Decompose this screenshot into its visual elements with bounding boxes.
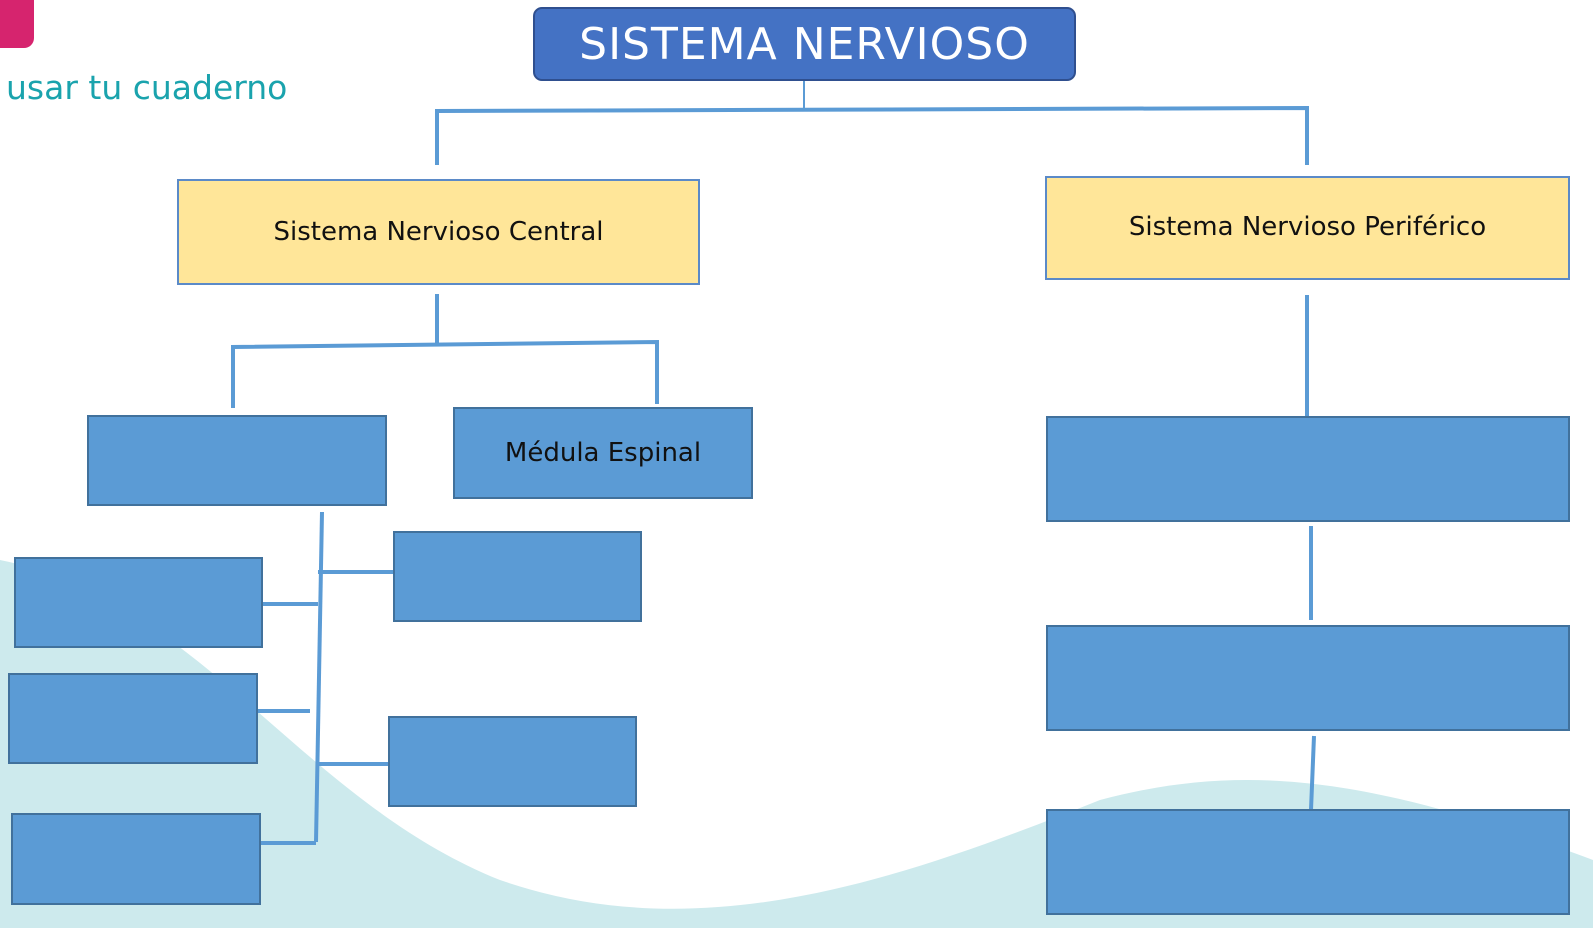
encephalon-part-node[interactable] <box>14 557 263 648</box>
encephalon-node[interactable] <box>87 415 387 506</box>
notebook-icon <box>0 0 34 48</box>
encephalon-part-node[interactable] <box>11 813 261 905</box>
subtitle: usar tu cuaderno <box>6 68 288 107</box>
encephalon-part-node[interactable] <box>388 716 637 807</box>
peripheral-nervous-system-node: Sistema Nervioso Periférico <box>1045 176 1570 280</box>
encephalon-part-node[interactable] <box>8 673 258 764</box>
peripheral-part-node[interactable] <box>1046 416 1570 522</box>
central-nervous-system-node: Sistema Nervioso Central <box>177 179 700 285</box>
spinal-cord-node: Médula Espinal <box>453 407 753 499</box>
peripheral-part-node[interactable] <box>1046 625 1570 731</box>
peripheral-part-node[interactable] <box>1046 809 1570 915</box>
diagram-title: SISTEMA NERVIOSO <box>533 7 1076 81</box>
encephalon-part-node[interactable] <box>393 531 642 622</box>
